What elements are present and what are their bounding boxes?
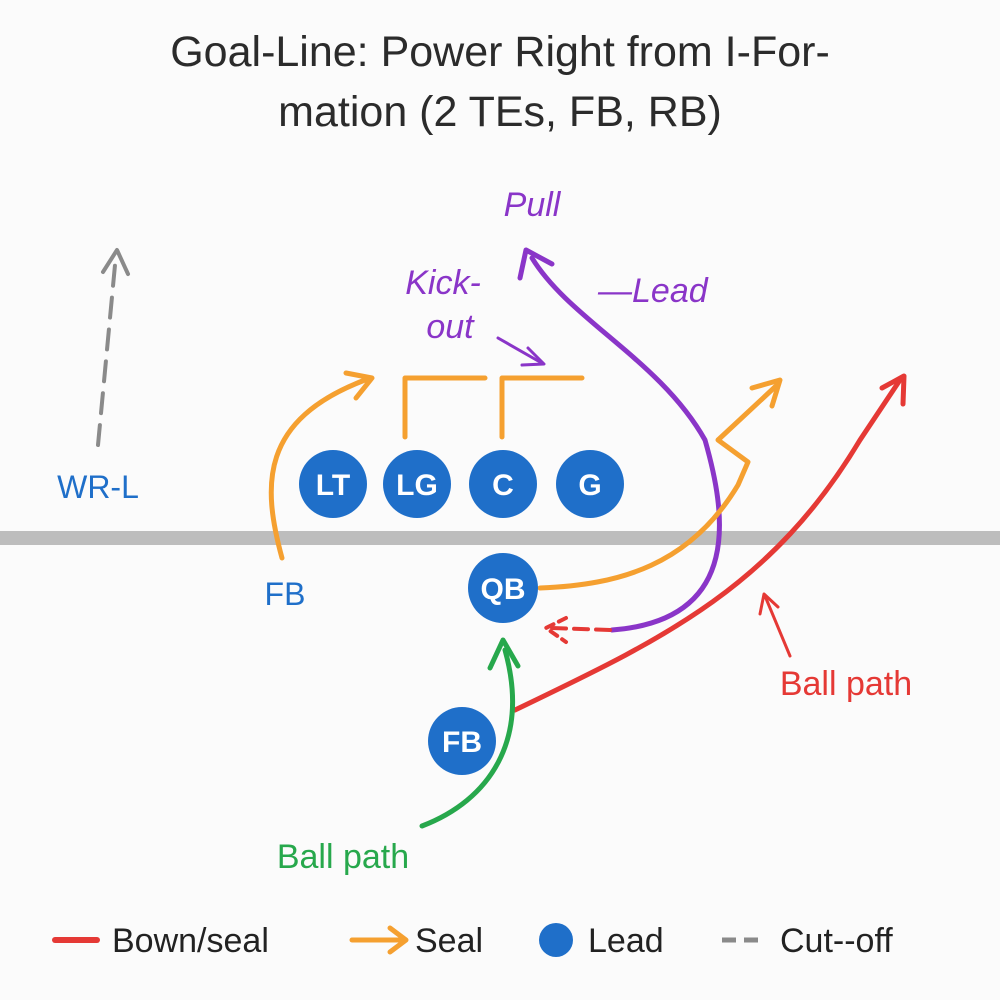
fb-left-route bbox=[268, 370, 375, 561]
line-of-scrimmage bbox=[0, 531, 1000, 545]
fb-left-label: FB bbox=[265, 576, 306, 612]
pull-route bbox=[517, 247, 722, 633]
player-fb-label: FB bbox=[442, 726, 482, 759]
player-lt: LT bbox=[299, 450, 367, 518]
red-ball-path-label: Ball path bbox=[780, 665, 912, 703]
title-line-1: Goal-Line: Power Right from I-For- bbox=[170, 28, 830, 76]
player-lg: LG bbox=[383, 450, 451, 518]
kickout-label-line-1: Kick- bbox=[405, 264, 481, 302]
qb-route bbox=[537, 377, 783, 591]
wr-left-route bbox=[96, 248, 130, 447]
pull-label: Pull bbox=[504, 186, 562, 224]
legend-item-bown: Bown/seal bbox=[52, 922, 269, 960]
legend-lead-label: Lead bbox=[588, 922, 664, 960]
legend-cutoff-label: Cut--off bbox=[780, 922, 893, 960]
legend-item-seal: Seal bbox=[349, 922, 483, 960]
player-fb: FB bbox=[428, 707, 496, 775]
diagram-title: Goal-Line: Power Right from I-For- matio… bbox=[0, 22, 1000, 142]
legend-seal-label: Seal bbox=[415, 922, 483, 960]
player-c-label: C bbox=[492, 469, 514, 502]
player-c: C bbox=[469, 450, 537, 518]
title-line-2: mation (2 TEs, FB, RB) bbox=[278, 88, 722, 136]
green-ball-path-route bbox=[419, 637, 521, 829]
lead-label: —Lead bbox=[597, 272, 709, 310]
red-cutoff-arrow bbox=[544, 616, 612, 644]
legend-orange-arrow-icon bbox=[349, 925, 409, 955]
legend-bown-label: Bown/seal bbox=[112, 922, 269, 960]
legend-item-lead: Lead bbox=[539, 922, 664, 960]
red-ball-path-route bbox=[512, 373, 907, 713]
player-qb-label: QB bbox=[481, 573, 526, 606]
red-ball-path-pointer bbox=[758, 592, 792, 658]
seal-brackets bbox=[402, 375, 585, 440]
player-g-label: G bbox=[578, 469, 601, 502]
green-ball-path-label: Ball path bbox=[277, 838, 409, 876]
player-lt-label: LT bbox=[316, 469, 350, 502]
player-qb: QB bbox=[468, 553, 538, 623]
player-lg-label: LG bbox=[396, 469, 438, 502]
kickout-label-line-2: out bbox=[426, 308, 475, 346]
legend: Bown/seal Seal Lead Cut--off bbox=[52, 922, 893, 960]
kickout-arrow bbox=[496, 336, 546, 367]
wr-left-label: WR-L bbox=[57, 469, 139, 505]
legend-blue-dot-icon bbox=[539, 923, 573, 957]
player-g: G bbox=[556, 450, 624, 518]
legend-item-cutoff: Cut--off bbox=[722, 922, 893, 960]
